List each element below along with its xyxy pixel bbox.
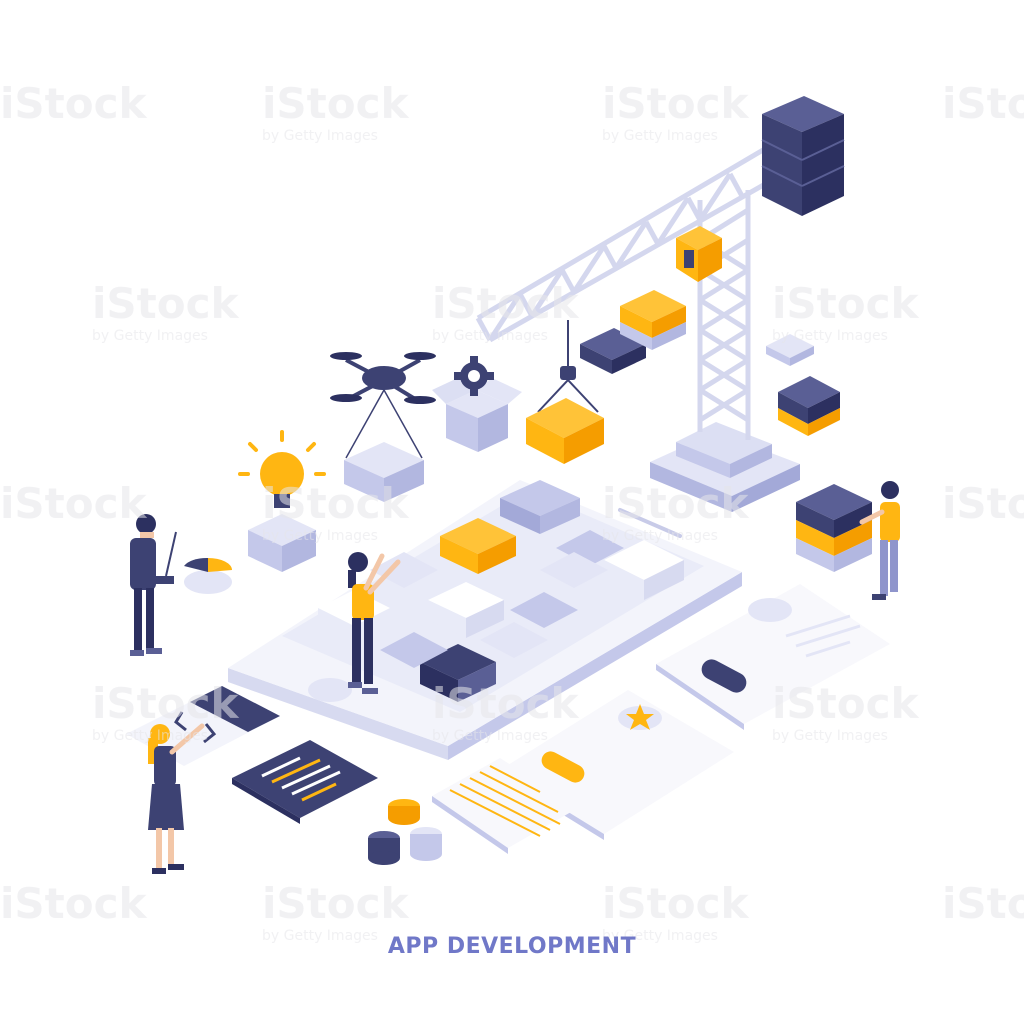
hanging-block	[526, 398, 604, 464]
watermark-sub: by Getty Images	[92, 728, 208, 744]
watermark: iStock	[92, 279, 239, 328]
watermark: iStock	[772, 279, 919, 328]
man-with-remote	[130, 514, 177, 656]
watermark: iStock	[602, 479, 749, 528]
app-tile	[440, 518, 516, 574]
watermark-sub: by Getty Images	[262, 528, 378, 544]
floating-blocks	[580, 290, 840, 436]
watermark: iStock	[0, 79, 147, 128]
watermark-sub: by Getty Images	[262, 128, 378, 144]
watermark: iStock	[0, 479, 147, 528]
watermark-sub: by Getty Images	[262, 928, 378, 944]
watermark: iStock	[262, 79, 409, 128]
watermark: iStock	[92, 679, 239, 728]
code-editor-window	[232, 740, 378, 824]
watermark: iStock	[432, 279, 579, 328]
drone-icon	[330, 352, 436, 502]
pie-chart-icon	[184, 557, 232, 594]
stacked-block	[796, 484, 872, 572]
watermark: iStock	[602, 79, 749, 128]
watermark: iStock	[262, 879, 409, 928]
watermark-grid: iStock iStock iStock iStock iStock iStoc…	[0, 79, 1024, 944]
app-tile	[428, 582, 504, 638]
watermark-sub: by Getty Images	[432, 728, 548, 744]
man-holding-block	[859, 481, 900, 600]
watermark: iStock	[602, 879, 749, 928]
watermark: iStock	[772, 679, 919, 728]
illustration-caption: APP DEVELOPMENT	[387, 934, 637, 959]
watermark-sub: by Getty Images	[602, 528, 718, 544]
watermark: iStock	[0, 879, 147, 928]
watermark-sub: by Getty Images	[772, 728, 888, 744]
watermark: iStock	[942, 79, 1024, 128]
lightbulb-icon	[238, 430, 326, 572]
text-card	[432, 758, 578, 854]
app-tile	[604, 540, 684, 600]
watermark: iStock	[432, 679, 579, 728]
tower-crane	[475, 96, 845, 512]
watermark: iStock	[942, 479, 1024, 528]
counterweight	[761, 96, 845, 216]
profile-card	[656, 584, 890, 730]
watermark-sub: by Getty Images	[602, 928, 718, 944]
woman-pointing	[148, 723, 205, 874]
watermark-sub: by Getty Images	[602, 128, 718, 144]
gear-icon	[432, 356, 522, 452]
watermark: iStock	[942, 879, 1024, 928]
database-icon	[368, 799, 442, 865]
app-tile	[500, 480, 580, 534]
watermark-sub: by Getty Images	[432, 328, 548, 344]
watermark-sub: by Getty Images	[772, 328, 888, 344]
watermark: iStock	[262, 479, 409, 528]
woman-reaching	[348, 552, 401, 694]
watermark-sub: by Getty Images	[92, 328, 208, 344]
